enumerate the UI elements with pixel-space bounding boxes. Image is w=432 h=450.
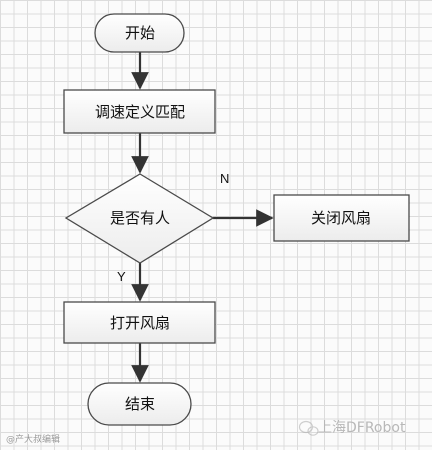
edge-label-yes: Y <box>117 269 126 284</box>
watermark-left: @产大叔编辑 <box>6 435 61 445</box>
start-label: 开始 <box>125 24 155 42</box>
decision-label: 是否有人 <box>110 209 170 227</box>
define-label: 调速定义匹配 <box>95 103 185 121</box>
start-node <box>94 13 185 53</box>
define-node <box>63 89 216 134</box>
fan-off-label: 关闭风扇 <box>311 209 371 227</box>
end-node <box>87 382 192 426</box>
fan-on-label: 打开风扇 <box>110 314 170 332</box>
fan-off-node <box>273 194 410 242</box>
end-label: 结束 <box>125 395 155 413</box>
wechat-icon <box>298 420 319 436</box>
decision-node <box>64 173 215 264</box>
watermark-right: 上海DFRobot <box>318 420 406 436</box>
edge-label-no: N <box>220 171 229 186</box>
fan-on-node <box>63 301 216 344</box>
